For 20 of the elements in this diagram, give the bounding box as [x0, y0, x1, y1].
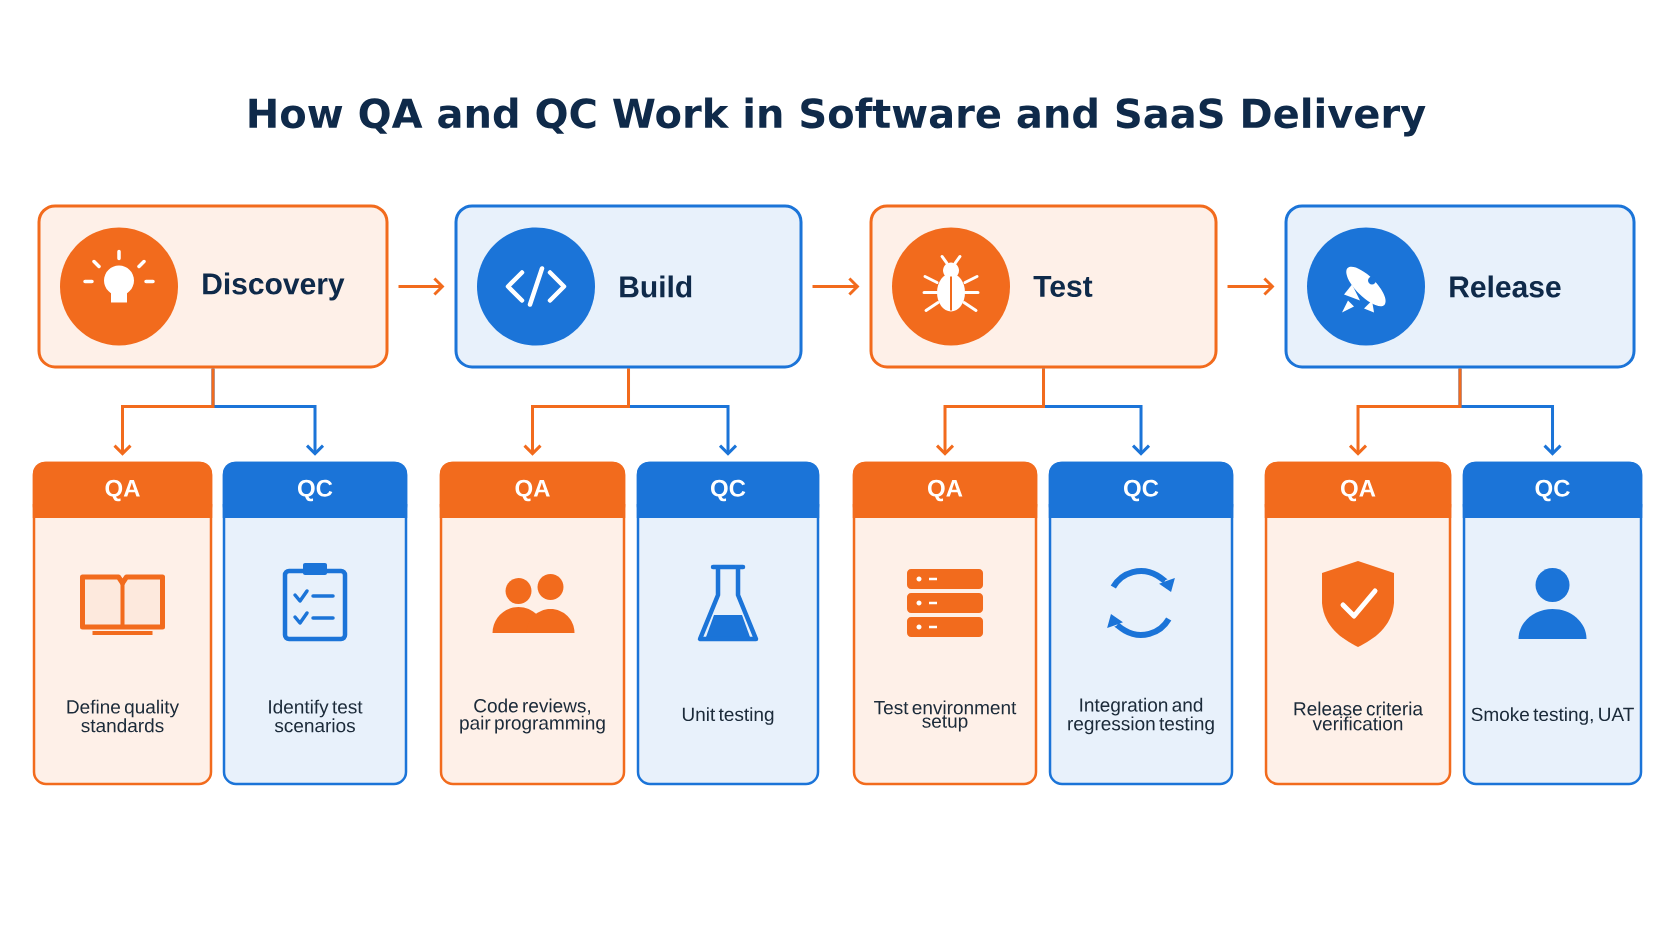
arrow — [398, 277, 445, 296]
task-card: QC Integration and regression testing — [1048, 461, 1234, 786]
arrow — [113, 368, 215, 456]
task-card: QC Smoke testing, UAT — [1462, 461, 1643, 786]
title: How QA and QC Work in Software and SaaS Delivery — [249, 97, 1426, 137]
task-card: QC Identify test scenarios — [222, 461, 408, 786]
arrow — [1227, 277, 1275, 296]
arrow — [812, 277, 860, 296]
arrow — [1348, 368, 1462, 456]
task-card: QA Release criteria verification — [1264, 461, 1452, 786]
arrow — [523, 368, 630, 456]
task-card: QA Test environment setup — [852, 461, 1038, 786]
task-card: QA Define quality standards — [32, 461, 213, 786]
task-card: QA Code reviews, pair programming — [439, 461, 626, 786]
stage-box: Discovery — [37, 204, 389, 369]
arrow — [935, 368, 1045, 456]
stage-box: Test — [869, 204, 1218, 369]
stage-box: Release — [1284, 204, 1636, 369]
task-card: QC Unit testing — [636, 461, 820, 786]
stage-box: Build — [454, 204, 803, 369]
